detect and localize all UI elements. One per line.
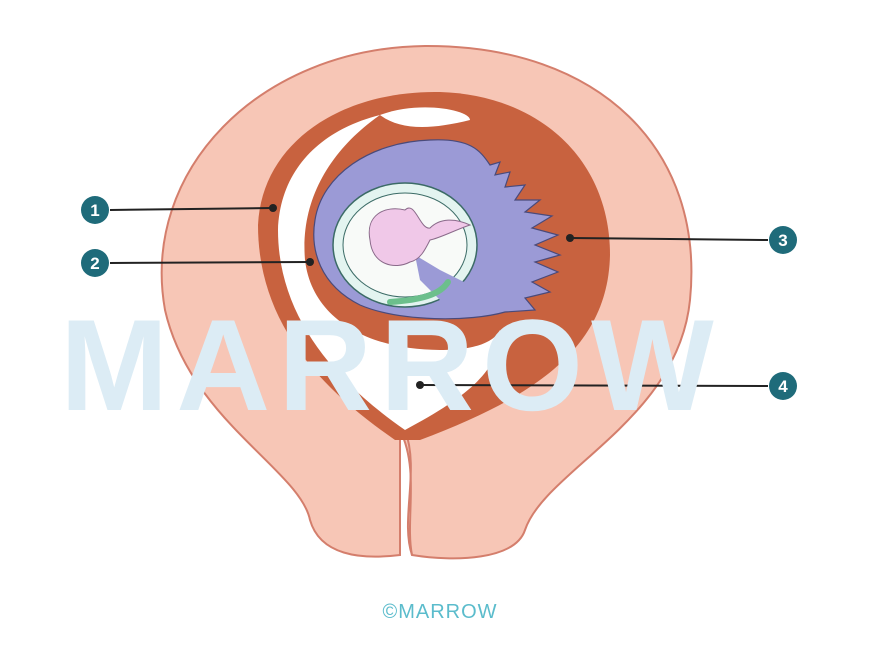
- label-circle-4: [769, 372, 797, 400]
- leader-dot-4: [416, 381, 424, 389]
- label-circle-2: [81, 249, 109, 277]
- label-1: 1: [81, 196, 277, 224]
- uterine-cavity: [278, 115, 500, 430]
- embryo: [368, 207, 472, 266]
- leader-dot-1: [269, 204, 277, 212]
- leader-dot-3: [566, 234, 574, 242]
- leader-line-1: [109, 207, 274, 211]
- cervical-canal: [404, 429, 413, 556]
- leader-dot-2: [306, 258, 314, 266]
- leader-line-4: [419, 384, 769, 387]
- leader-line-2: [109, 261, 311, 264]
- label-number-1: 1: [90, 201, 99, 220]
- label-3: 3: [566, 226, 797, 254]
- umbilical-stalk: [415, 255, 480, 300]
- label-circle-1: [81, 196, 109, 224]
- uterine-cavity-top: [380, 107, 470, 127]
- copyright-logo: ©MARROW: [382, 601, 498, 623]
- label-number-3: 3: [778, 231, 787, 250]
- label-number-2: 2: [90, 254, 99, 273]
- label-2: 2: [81, 249, 314, 277]
- label-4: 4: [416, 372, 797, 400]
- leader-line-3: [569, 237, 769, 241]
- label-number-4: 4: [778, 377, 788, 396]
- label-circle-3: [769, 226, 797, 254]
- yolk-sac: [387, 279, 451, 305]
